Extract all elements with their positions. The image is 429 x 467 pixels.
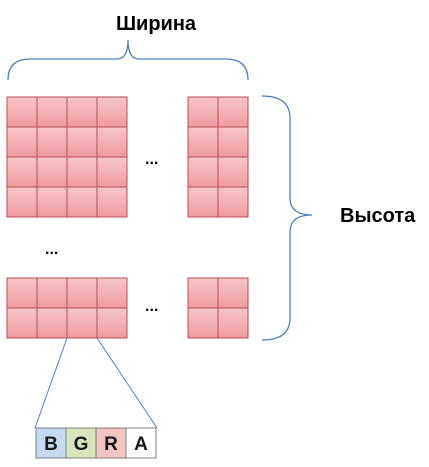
row-ellipsis-top: ... bbox=[145, 151, 158, 168]
column-ellipsis: ... bbox=[45, 241, 58, 258]
pixel-cell bbox=[187, 277, 219, 309]
pixel-cell bbox=[96, 277, 128, 309]
pixel-cell bbox=[96, 307, 128, 339]
channel-cell-g bbox=[65, 427, 97, 459]
channel-cell-b bbox=[35, 427, 67, 459]
pixel-cell bbox=[96, 96, 128, 128]
pixel-cell bbox=[6, 277, 38, 309]
zoom-line-left bbox=[34, 337, 68, 429]
pixel-cell bbox=[217, 126, 249, 158]
pixel-cell bbox=[66, 96, 98, 128]
pixel-cell bbox=[6, 96, 38, 128]
width-label: Ширина bbox=[116, 13, 197, 35]
pixel-block-bottom-left bbox=[6, 277, 128, 339]
pixel-cell bbox=[66, 156, 98, 188]
pixel-cell bbox=[96, 156, 128, 188]
pixel-cell bbox=[217, 96, 249, 128]
pixel-cell bbox=[36, 126, 68, 158]
row-ellipsis-bottom: ... bbox=[145, 298, 158, 315]
pixel-cell bbox=[6, 186, 38, 218]
channel-cell-r bbox=[95, 427, 127, 459]
pixel-cell bbox=[36, 186, 68, 218]
pixel-cell bbox=[66, 186, 98, 218]
pixel-cell bbox=[36, 156, 68, 188]
pixel-cell bbox=[36, 277, 68, 309]
pixel-cell bbox=[187, 96, 219, 128]
pixel-cell bbox=[187, 156, 219, 188]
height-label: Высота bbox=[340, 205, 416, 227]
pixel-cell bbox=[6, 307, 38, 339]
pixel-cell bbox=[66, 277, 98, 309]
pixel-cell bbox=[96, 126, 128, 158]
pixel-cell bbox=[66, 307, 98, 339]
width-brace bbox=[7, 39, 249, 81]
pixel-cell bbox=[96, 186, 128, 218]
pixel-cell bbox=[66, 126, 98, 158]
pixel-block-bottom-right bbox=[187, 277, 249, 339]
pixel-cell bbox=[36, 307, 68, 339]
zoom-line-right bbox=[96, 337, 158, 429]
pixel-cell bbox=[6, 126, 38, 158]
channel-label-a: A bbox=[134, 434, 148, 455]
channel-label-r: R bbox=[104, 434, 118, 455]
pixel-cell bbox=[217, 156, 249, 188]
height-brace bbox=[261, 95, 313, 341]
pixel-block-top-right bbox=[187, 96, 249, 218]
pixel-cell bbox=[217, 186, 249, 218]
pixel-cell bbox=[6, 156, 38, 188]
pixel-cell bbox=[187, 307, 219, 339]
pixel-cell bbox=[187, 186, 219, 218]
pixel-cell bbox=[36, 96, 68, 128]
channel-label-b: B bbox=[44, 434, 58, 455]
channel-label-g: G bbox=[74, 434, 89, 455]
pixel-cell bbox=[217, 277, 249, 309]
pixel-block-top-left bbox=[6, 96, 128, 218]
pixel-cell bbox=[187, 126, 219, 158]
channel-cell-a bbox=[125, 427, 157, 459]
pixel-cell bbox=[217, 307, 249, 339]
